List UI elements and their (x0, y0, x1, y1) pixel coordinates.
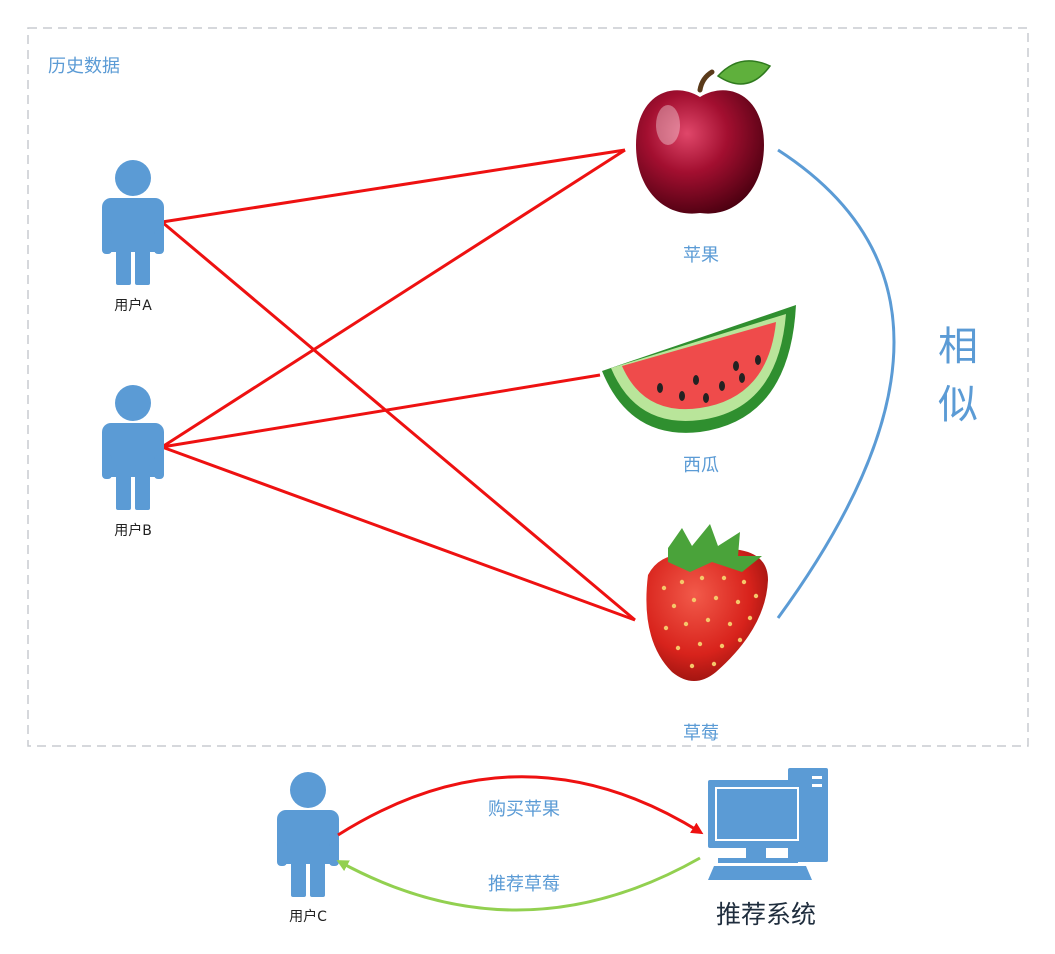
user-label-b: 用户B (114, 523, 152, 539)
system-label: 推荐系统 (715, 900, 817, 929)
similarity-arc (776, 148, 896, 619)
buy-arrow (337, 775, 704, 837)
fruit-label-watermelon: 西瓜 (683, 455, 719, 476)
computer-icon (708, 768, 828, 880)
link-userB-strawberry (161, 445, 636, 622)
buy-label: 购买苹果 (488, 799, 560, 820)
link-userB-watermelon (161, 373, 601, 449)
watermelon-icon (602, 305, 796, 433)
similarity-label: 相似 (938, 324, 978, 428)
history-frame (27, 27, 1029, 747)
fruit-label-strawberry: 草莓 (683, 723, 719, 744)
purchase-links (161, 148, 636, 622)
history-title: 历史数据 (48, 56, 120, 77)
link-userA-strawberry (161, 220, 636, 622)
apple-icon (636, 60, 772, 214)
link-userB-apple (161, 148, 626, 449)
user-icon (102, 385, 164, 510)
user-label-a: 用户A (114, 298, 152, 314)
recommend-label: 推荐草莓 (488, 874, 560, 895)
user-icon (277, 772, 339, 897)
link-userA-apple (161, 148, 626, 224)
user-label-c: 用户C (289, 909, 327, 925)
user-icon (102, 160, 164, 285)
fruit-label-apple: 苹果 (683, 245, 719, 266)
strawberry-icon (646, 524, 768, 681)
recommend-arrow (336, 856, 701, 912)
